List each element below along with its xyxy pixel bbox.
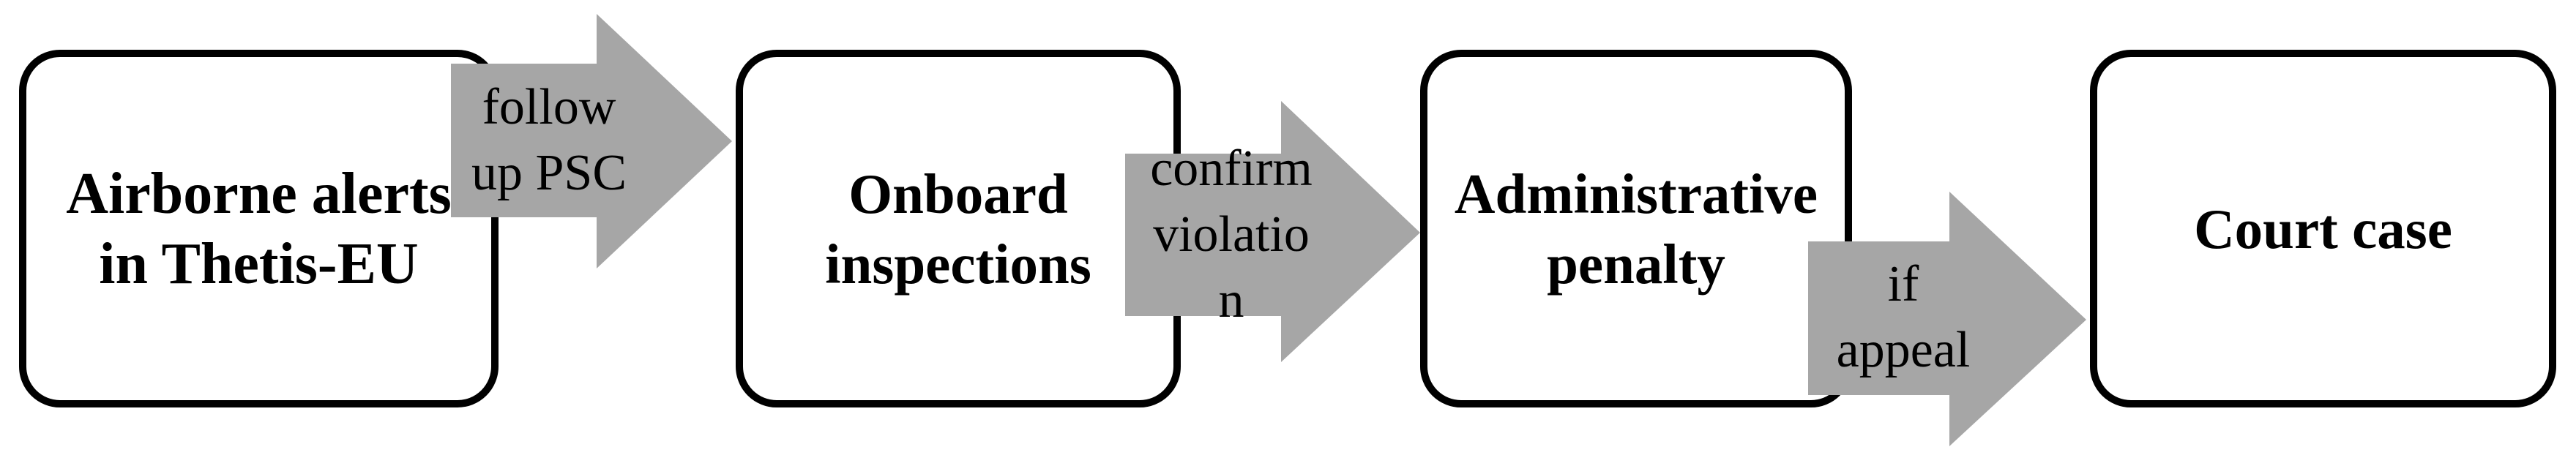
box-text-line: penalty — [1547, 232, 1725, 296]
arrow-label-confirm-violation: confirm violatio n — [1150, 136, 1313, 334]
flow-box-court-case: Court case — [2090, 50, 2556, 407]
box-label-administrative-penalty: Administrative penalty — [1455, 159, 1818, 299]
arrow-label-if-appeal: if appeal — [1837, 252, 1971, 383]
arrow-text-line: follow — [482, 79, 616, 135]
box-label-court-case: Court case — [2194, 194, 2452, 264]
box-text-line: inspections — [825, 232, 1091, 296]
box-text-line: Administrative — [1454, 162, 1818, 225]
box-text-line: Onboard — [848, 162, 1068, 225]
arrow-if-appeal-icon — [1808, 192, 2086, 446]
box-label-onboard-inspections: Onboard inspections — [825, 159, 1091, 299]
arrow-text-line: up PSC — [471, 145, 627, 201]
box-text-line: Airborne alerts — [66, 161, 452, 226]
box-text-line: in Thetis-EU — [99, 231, 419, 296]
arrow-text-line: appeal — [1836, 322, 1971, 378]
arrow-follow-up-psc-icon — [451, 14, 732, 268]
arrow-confirm-violation-icon — [1125, 101, 1420, 362]
arrow-label-follow-up-psc: follow up PSC — [471, 75, 627, 206]
flow-box-airborne-alerts: Airborne alerts in Thetis-EU — [19, 50, 499, 407]
box-label-airborne-alerts: Airborne alerts in Thetis-EU — [66, 159, 452, 299]
arrow-text-line: violatio — [1153, 206, 1310, 263]
arrow-text-line: confirm — [1150, 140, 1313, 197]
arrow-text-line: if — [1887, 256, 1919, 312]
arrow-text-line: n — [1218, 272, 1244, 328]
box-text-line: Court case — [2194, 197, 2452, 260]
flow-box-administrative-penalty: Administrative penalty — [1420, 50, 1852, 407]
